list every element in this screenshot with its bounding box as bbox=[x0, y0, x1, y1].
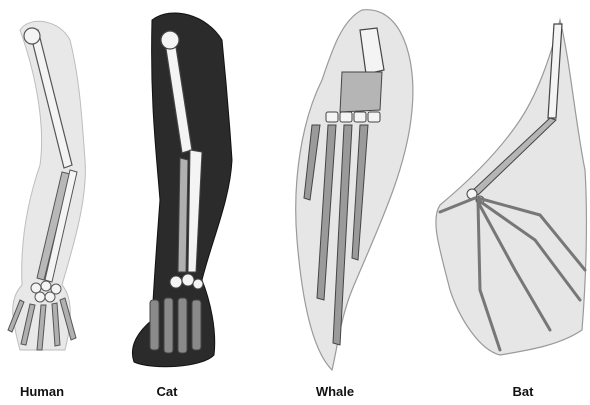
bat-wing-membrane bbox=[436, 20, 587, 355]
bat-wing-illustration bbox=[420, 0, 590, 380]
cat-leg-illustration bbox=[122, 0, 242, 380]
whale-radius-ulna bbox=[340, 72, 382, 112]
label-bat: Bat bbox=[478, 384, 568, 399]
human-humerus-head bbox=[24, 28, 40, 44]
cat-humerus-head bbox=[161, 31, 179, 49]
label-cat: Cat bbox=[122, 384, 212, 399]
human-arm-illustration bbox=[0, 0, 110, 380]
cat-radius bbox=[178, 158, 188, 272]
label-human: Human bbox=[0, 384, 87, 399]
whale-flipper-flesh bbox=[296, 10, 413, 370]
whale-flipper-illustration bbox=[282, 0, 432, 380]
label-whale: Whale bbox=[290, 384, 380, 399]
